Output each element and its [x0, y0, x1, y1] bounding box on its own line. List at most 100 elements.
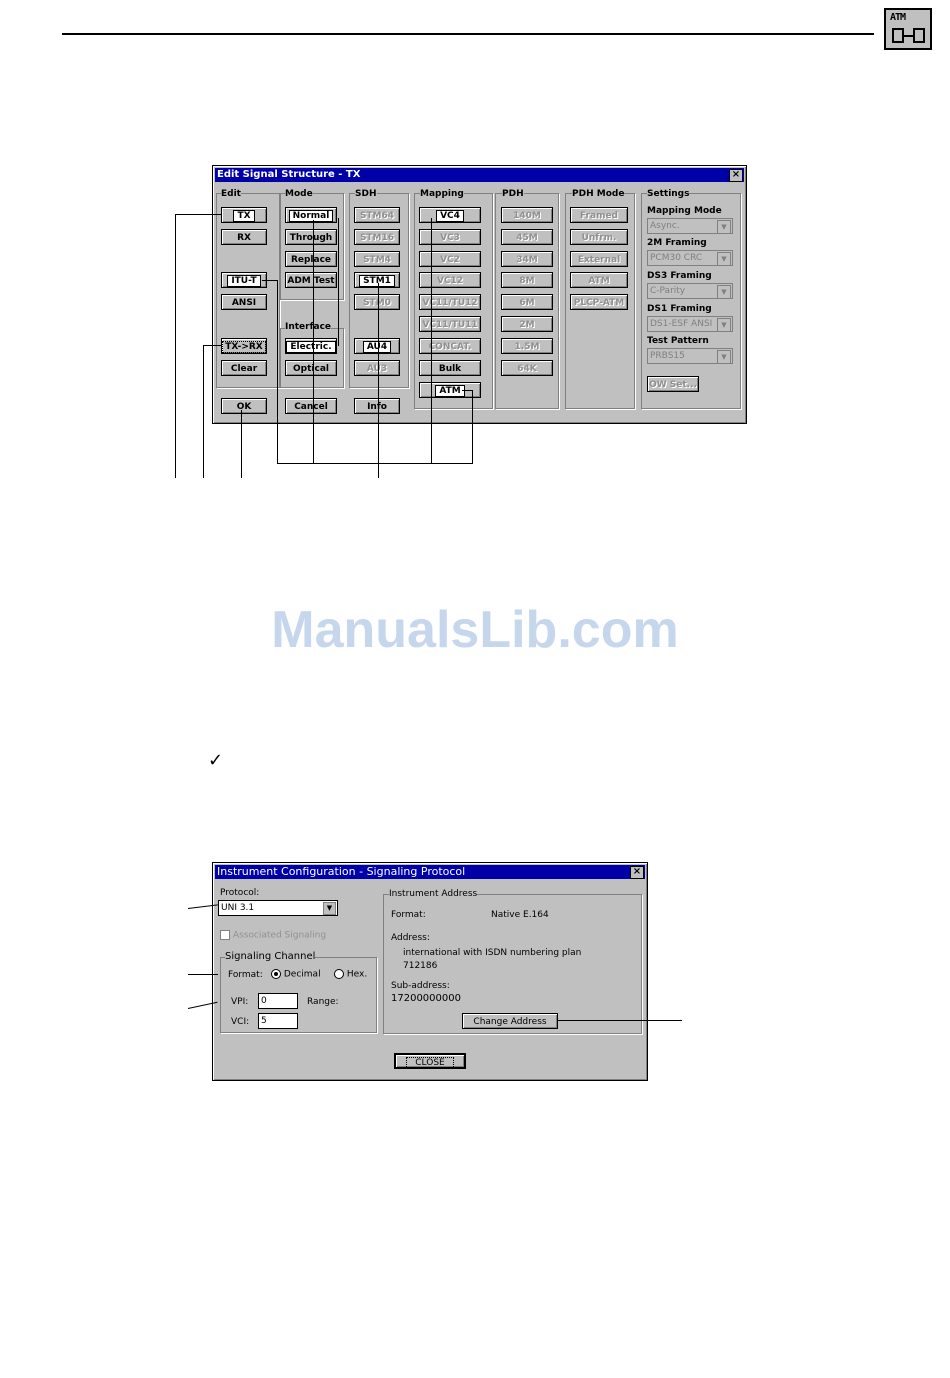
close-button[interactable]: CLOSE — [394, 1053, 466, 1069]
subaddress-value: 17200000000 — [391, 993, 461, 1004]
ds3-framing-label: DS3 Framing — [647, 271, 712, 281]
plcp-atm-button[interactable]: PLCP-ATM — [570, 294, 628, 310]
associated-signaling-checkbox[interactable]: Associated Signaling — [220, 930, 326, 941]
rx-button[interactable]: RX — [221, 229, 267, 245]
hex-radio[interactable]: Hex. — [334, 969, 367, 980]
mapping-mode-select[interactable]: Async.▼ — [647, 218, 733, 234]
chevron-down-icon: ▼ — [717, 252, 731, 266]
normal-button[interactable]: Normal — [285, 207, 337, 223]
atm-button[interactable]: ATM — [419, 382, 481, 398]
radio-icon — [334, 969, 344, 979]
clear-button[interactable]: Clear — [221, 360, 267, 376]
group-sdh — [349, 193, 409, 388]
vc11-tu11-button[interactable]: VC11/TU11 — [419, 316, 481, 332]
group-mode-label: Mode — [285, 189, 313, 199]
tx-rx-button[interactable]: TX->RX — [221, 338, 267, 354]
ok-button[interactable]: OK — [221, 398, 267, 414]
group-pdh-label: PDH — [502, 189, 524, 199]
electric-button[interactable]: Electric. — [285, 338, 337, 354]
subaddress-label: Sub-address: — [391, 981, 450, 991]
pdh-8m-button[interactable]: 8M — [501, 272, 553, 288]
chevron-down-icon: ▼ — [717, 285, 731, 299]
vci-input[interactable]: 5 — [258, 1013, 298, 1029]
group-mapping-label: Mapping — [420, 189, 464, 199]
close-icon[interactable]: × — [630, 866, 644, 879]
callout-line — [262, 280, 278, 281]
change-address-button[interactable]: Change Address — [462, 1013, 558, 1029]
vc2-button[interactable]: VC2 — [419, 251, 481, 267]
through-button[interactable]: Through — [285, 229, 337, 245]
dialog-title: Instrument Configuration - Signaling Pro… — [217, 865, 466, 878]
stm1-button[interactable]: STM1 — [354, 272, 400, 288]
instrument-address-group — [383, 894, 642, 1034]
tx-button[interactable]: TX — [221, 207, 267, 223]
pdh-2m-button[interactable]: 2M — [501, 316, 553, 332]
callout-line — [175, 214, 222, 215]
radio-selected-icon — [271, 969, 281, 979]
stm0-button[interactable]: STM0 — [354, 294, 400, 310]
edit-signal-structure-dialog: Edit Signal Structure - TX × Edit Mode I… — [212, 165, 747, 424]
vci-label: VCI: — [231, 1017, 250, 1027]
pdh-64k-button[interactable]: 64K — [501, 360, 553, 376]
adm-test-button[interactable]: ADM Test — [285, 272, 337, 288]
pdh-atm-button[interactable]: ATM — [570, 272, 628, 288]
callout-line — [203, 345, 204, 478]
range-label: Range: — [307, 997, 339, 1007]
callout-line — [557, 1020, 682, 1021]
protocol-label: Protocol: — [220, 888, 260, 898]
pdh-6m-button[interactable]: 6M — [501, 294, 553, 310]
callout-line — [175, 214, 176, 478]
replace-button[interactable]: Replace — [285, 251, 337, 267]
protocol-select[interactable]: UNI 3.1 ▼ — [218, 900, 338, 916]
cancel-button[interactable]: Cancel — [285, 398, 337, 414]
vc4-button[interactable]: VC4 — [419, 207, 481, 223]
info-button[interactable]: Info — [354, 398, 400, 414]
address-format-value: Native E.164 — [491, 910, 549, 920]
vc3-button[interactable]: VC3 — [419, 229, 481, 245]
framed-button[interactable]: Framed — [570, 207, 628, 223]
pdh-140m-button[interactable]: 140M — [501, 207, 553, 223]
ow-set-button[interactable]: OW Set... — [647, 376, 699, 392]
dialog-titlebar: Instrument Configuration - Signaling Pro… — [215, 865, 645, 879]
close-icon[interactable]: × — [729, 169, 743, 182]
bulk-button[interactable]: Bulk — [419, 360, 481, 376]
unframed-button[interactable]: Unfrm. — [570, 229, 628, 245]
header-rule — [62, 33, 874, 35]
ds1-framing-select[interactable]: DS1-ESF ANSI▼ — [647, 316, 733, 332]
address-format-label: Format: — [391, 910, 426, 920]
stm64-button[interactable]: STM64 — [354, 207, 400, 223]
concat-button[interactable]: CONCAT. — [419, 338, 481, 354]
callout-line — [241, 410, 242, 478]
chevron-down-icon: ▼ — [717, 220, 731, 234]
pdh-34m-button[interactable]: 34M — [501, 251, 553, 267]
atm-connect-icon — [892, 28, 925, 43]
itu-t-button[interactable]: ITU-T — [221, 272, 267, 288]
test-pattern-select[interactable]: PRBS15▼ — [647, 348, 733, 364]
au3-button[interactable]: AU3 — [354, 360, 400, 376]
pdh-45m-button[interactable]: 45M — [501, 229, 553, 245]
vc12-button[interactable]: VC12 — [419, 272, 481, 288]
optical-button[interactable]: Optical — [285, 360, 337, 376]
callout-line — [277, 280, 278, 464]
callout-line — [462, 390, 473, 391]
vpi-input[interactable]: 0 — [258, 993, 298, 1009]
test-pattern-label: Test Pattern — [647, 336, 709, 346]
ansi-button[interactable]: ANSI — [221, 294, 267, 310]
callout-line — [277, 463, 472, 464]
chevron-down-icon: ▼ — [717, 318, 731, 332]
group-interface-label: Interface — [285, 322, 332, 332]
chevron-down-icon: ▼ — [323, 902, 336, 915]
address-label: Address: — [391, 933, 430, 943]
au4-button[interactable]: AU4 — [354, 338, 400, 354]
stm16-button[interactable]: STM16 — [354, 229, 400, 245]
ds3-framing-select[interactable]: C-Parity▼ — [647, 283, 733, 299]
stm4-button[interactable]: STM4 — [354, 251, 400, 267]
callout-line — [431, 218, 432, 464]
group-edit — [216, 193, 280, 388]
callout-line — [188, 974, 218, 975]
pdh-1-5m-button[interactable]: 1.5M — [501, 338, 553, 354]
decimal-radio[interactable]: Decimal — [271, 969, 321, 980]
external-button[interactable]: External — [570, 251, 628, 267]
vc11-tu12-button[interactable]: VC11/TU12 — [419, 294, 481, 310]
2m-framing-select[interactable]: PCM30 CRC▼ — [647, 250, 733, 266]
